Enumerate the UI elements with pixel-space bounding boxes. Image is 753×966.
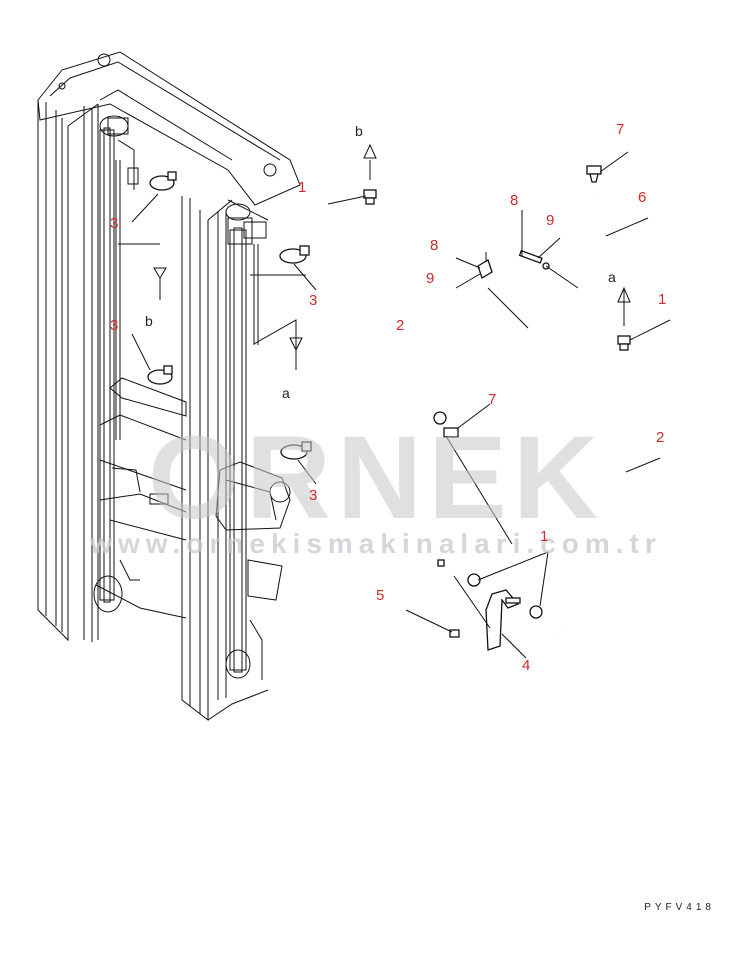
callout-3-upper-left: 3 — [110, 215, 118, 232]
callout-2-right: 2 — [656, 429, 664, 446]
callout-8-upper: 8 — [510, 192, 518, 209]
callout-6: 6 — [638, 189, 646, 206]
callout-9-left: 9 — [426, 270, 434, 287]
clamp-upper-right — [279, 245, 310, 264]
view-a-mast: a — [282, 385, 290, 401]
callout-3-lower-right: 3 — [309, 487, 317, 504]
hose-2-left — [348, 222, 441, 566]
view-a-right: a — [608, 269, 616, 285]
hose-leaders — [327, 143, 671, 659]
clamp-lower-right — [280, 441, 312, 460]
bracket-4 — [485, 589, 521, 651]
callout-3-upper-right: 3 — [309, 292, 317, 309]
hose-6-upper — [421, 195, 605, 420]
callout-8-left: 8 — [430, 237, 438, 254]
callout-2-left: 2 — [396, 317, 404, 334]
fitting-7-mid — [433, 411, 459, 438]
fitting-1-lower-b — [529, 605, 543, 619]
view-b-mast: b — [145, 313, 153, 329]
drawing-code: PYFV418 — [644, 902, 715, 913]
callout-1-right: 1 — [658, 291, 666, 308]
callout-1-top-left: 1 — [298, 179, 306, 196]
clamp-mid-left — [147, 365, 173, 385]
hose-2-right — [559, 369, 631, 658]
view-references: b b a a — [145, 123, 616, 401]
fitting-1-right — [617, 335, 631, 351]
callout-5: 5 — [376, 587, 384, 604]
hose-assembly — [348, 165, 631, 658]
callout-7-mid: 7 — [488, 391, 496, 408]
callout-7-top: 7 — [616, 121, 624, 138]
fitting-1-lower-a — [467, 573, 481, 587]
callout-3-mid-left: 3 — [110, 317, 118, 334]
callout-1-lower: 1 — [540, 528, 548, 545]
hose-clamps — [147, 171, 312, 460]
bolt-8-9-upper — [518, 249, 550, 270]
watermark: ORNEK www.ornekismakinalari.com.tr — [89, 412, 662, 559]
callout-4: 4 — [522, 657, 530, 674]
watermark-url: www.ornekismakinalari.com.tr — [89, 528, 662, 559]
clamp-upper-left — [149, 171, 177, 191]
mast-assembly — [37, 51, 301, 722]
callout-9-upper: 9 — [546, 212, 554, 229]
clip-8-9-left — [477, 252, 493, 279]
watermark-brand: ORNEK — [148, 412, 604, 544]
bolt-5 — [449, 629, 460, 638]
fitting-1-top — [363, 189, 377, 205]
callout-labels: 3 3 3 3 1 2 7 6 8 9 8 9 1 7 2 1 5 4 — [110, 121, 666, 674]
view-b-top: b — [355, 123, 363, 139]
mast-leaders — [118, 193, 317, 485]
fitting-7-top — [586, 165, 602, 183]
